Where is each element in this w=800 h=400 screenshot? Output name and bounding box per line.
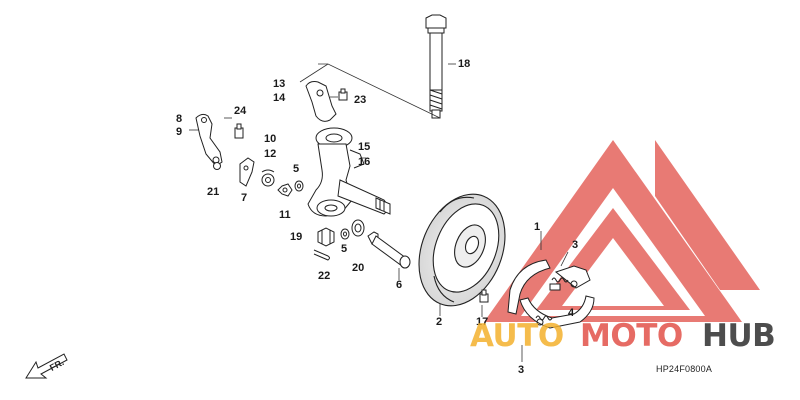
bolt-23 (338, 88, 348, 101)
callout-2: 2 (436, 316, 443, 328)
watermark-logo (484, 140, 760, 322)
callout-20: 20 (352, 262, 365, 274)
callout-3-lower: 3 (518, 364, 525, 376)
knuckle-15-16 (307, 127, 391, 217)
bolt-18 (425, 14, 447, 119)
callout-10: 10 (264, 133, 277, 145)
callout-5-lower: 5 (341, 243, 348, 255)
springs-3-4 (535, 277, 578, 326)
castle-nut-19 (317, 227, 335, 247)
cotter-pin-22 (313, 249, 330, 261)
nut-11 (277, 183, 293, 197)
callout-8: 8 (176, 113, 183, 125)
brake-panel-2 (418, 193, 506, 307)
brake-arm-8-9 (195, 113, 223, 167)
front-direction-arrow-icon (25, 353, 68, 379)
callout-23: 23 (354, 94, 367, 106)
callout-19: 19 (290, 231, 303, 243)
callout-7: 7 (241, 192, 248, 204)
watermark-moto: MOTO (580, 318, 683, 354)
nut-21 (213, 162, 221, 170)
callout-6: 6 (396, 279, 403, 291)
bolt-24 (234, 123, 244, 139)
seal-20 (351, 219, 365, 237)
callout-3-upper: 3 (572, 239, 579, 251)
callout-22: 22 (318, 270, 331, 282)
callout-5-upper: 5 (293, 163, 300, 175)
watermark-auto: AUTO (470, 318, 564, 354)
watermark-hub: HUB (702, 318, 776, 354)
callout-24: 24 (234, 105, 247, 117)
callout-13: 13 (273, 78, 286, 90)
callout-16: 16 (358, 156, 371, 168)
callout-18: 18 (458, 58, 471, 70)
callout-17: 17 (476, 316, 489, 328)
callout-14: 14 (273, 92, 286, 104)
callout-4: 4 (568, 307, 575, 319)
watermark-text: AUTO MOTO HUB (470, 318, 794, 358)
diagram-code: HP24F0800A (656, 364, 713, 374)
bolt-17 (479, 289, 489, 303)
callout-11: 11 (279, 209, 291, 221)
callout-9: 9 (176, 126, 183, 138)
washer-5-lower (340, 228, 350, 240)
camshaft-6 (367, 231, 411, 269)
callout-15: 15 (358, 141, 371, 153)
steering-arm-13-14 (305, 81, 337, 122)
brake-shoes-1 (507, 259, 595, 329)
spring-10-12 (261, 169, 275, 187)
callout-21: 21 (207, 186, 220, 198)
bracket-7 (239, 157, 255, 187)
washer-5-upper (294, 180, 304, 192)
callout-12: 12 (264, 148, 277, 160)
callout-1: 1 (534, 221, 541, 233)
